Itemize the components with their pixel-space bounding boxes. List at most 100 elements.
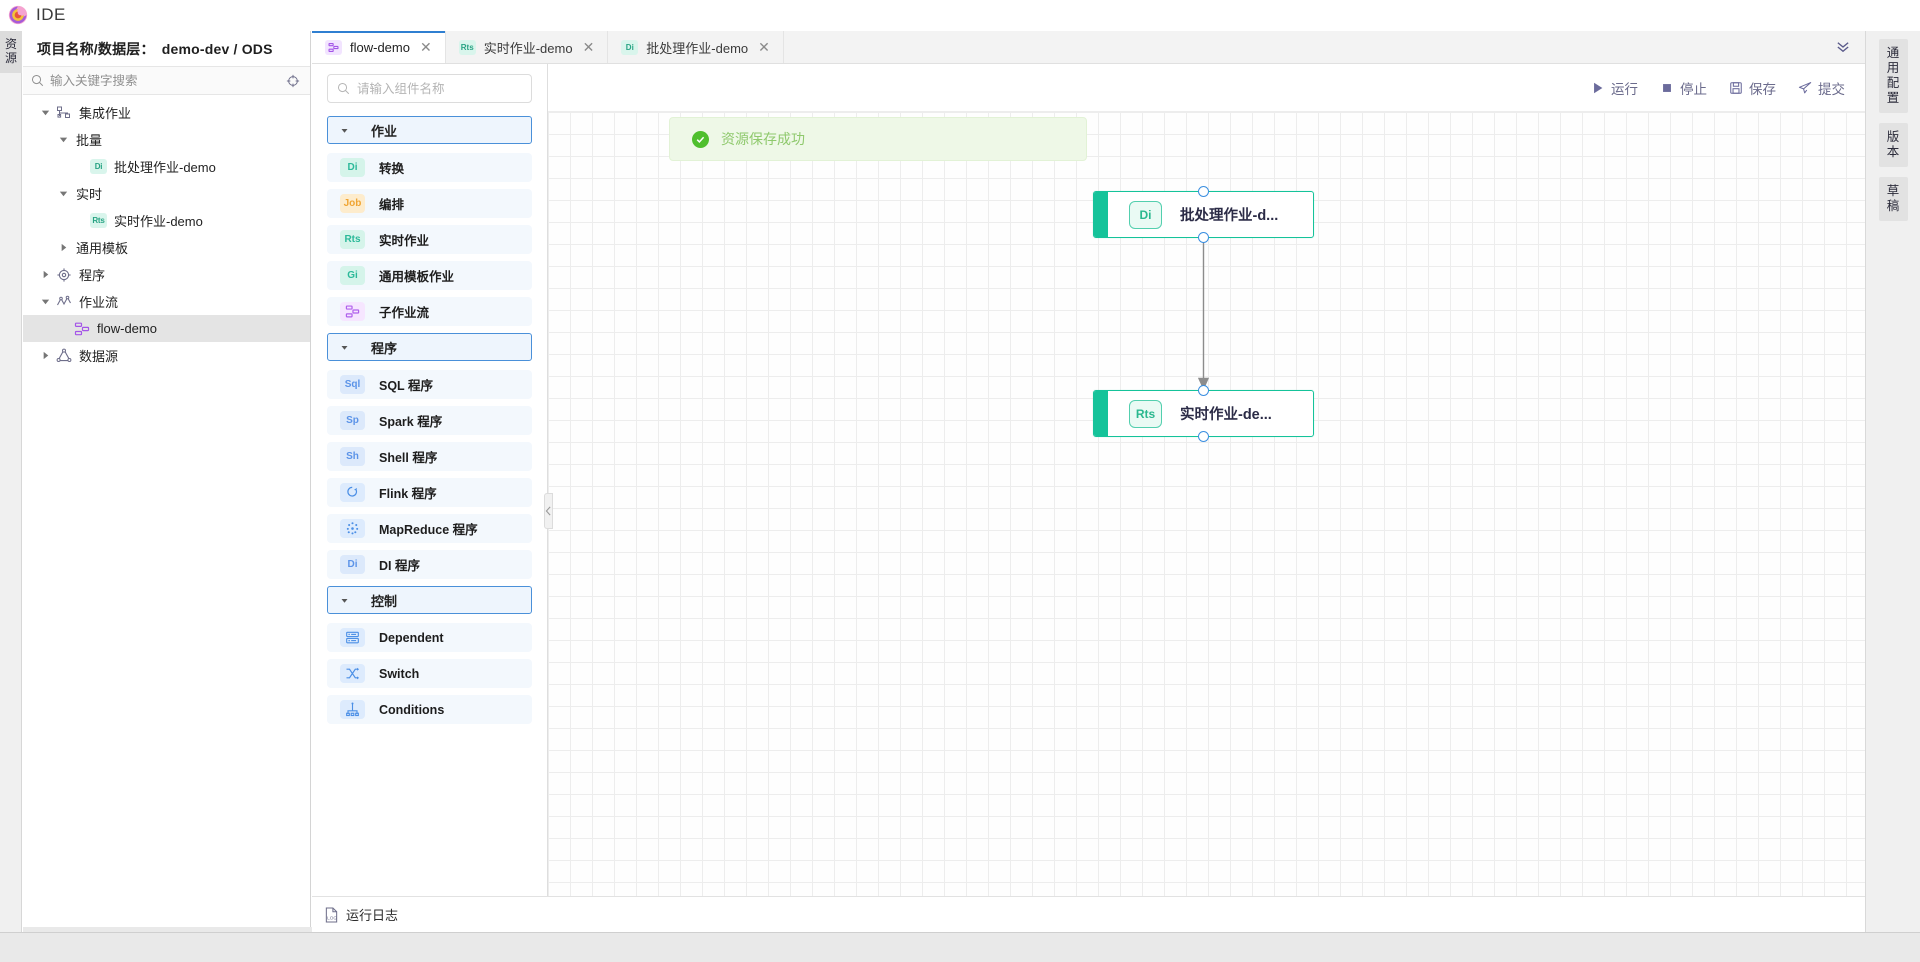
tree-item-通用模板[interactable]: 通用模板 bbox=[23, 234, 310, 261]
toolbar-button-停止[interactable]: 停止 bbox=[1660, 78, 1707, 98]
flow-canvas[interactable]: 资源保存成功 Di 批处理作业-d... Rts 实时作业-de... bbox=[548, 112, 1865, 896]
node-output-port[interactable] bbox=[1198, 232, 1209, 243]
toolbar-button-label: 提交 bbox=[1818, 81, 1845, 97]
palette-group-作业[interactable]: 作业 bbox=[327, 116, 532, 144]
subflow-icon bbox=[345, 305, 360, 318]
palette-item-DI 程序[interactable]: DiDI 程序 bbox=[327, 550, 532, 579]
tree-item-label: 通用模板 bbox=[76, 241, 129, 256]
node-accent-stripe bbox=[1094, 192, 1108, 237]
sidebar-tab-resources[interactable]: 资 源 bbox=[0, 31, 22, 73]
tree-item-集成作业[interactable]: 集成作业 bbox=[23, 99, 310, 126]
toolbar-button-label: 保存 bbox=[1749, 81, 1776, 97]
flow-icon bbox=[325, 39, 342, 55]
palette-item-实时作业[interactable]: Rts 实时作业 bbox=[327, 225, 532, 254]
tree-item-程序[interactable]: 程序 bbox=[23, 261, 310, 288]
chevron-down-icon[interactable] bbox=[58, 134, 69, 145]
tree-item-flow-demo[interactable]: flow-demo bbox=[23, 315, 310, 342]
node-input-port[interactable] bbox=[1198, 385, 1209, 396]
right-rail-tab-char: 置 bbox=[1886, 91, 1900, 105]
palette-group-title: 控制 bbox=[371, 593, 398, 609]
crosshair-icon[interactable] bbox=[286, 74, 300, 88]
palette-group-title: 程序 bbox=[371, 340, 398, 356]
right-rail-tab-草稿[interactable]: 草稿 bbox=[1878, 177, 1908, 221]
stop-icon bbox=[1663, 83, 1671, 92]
tree-item-作业流[interactable]: 作业流 bbox=[23, 288, 310, 315]
palette-search-input[interactable] bbox=[357, 81, 522, 96]
close-icon[interactable]: ✕ bbox=[582, 39, 595, 55]
toolbar-button-提交[interactable]: 提交 bbox=[1798, 78, 1845, 98]
palette-collapse-handle[interactable] bbox=[544, 493, 553, 529]
chevron-down-icon[interactable] bbox=[340, 343, 349, 352]
palette-item-转换[interactable]: Di 转换 bbox=[327, 153, 532, 182]
palette-item-badge: Sql bbox=[340, 375, 365, 394]
palette-item-子作业流[interactable]: 子作业流 bbox=[327, 297, 532, 326]
tree-item-实时[interactable]: 实时 bbox=[23, 180, 310, 207]
right-rail-tab-char: 通 bbox=[1886, 46, 1900, 60]
switch-icon bbox=[346, 667, 360, 680]
editor-tab-flow-demo[interactable]: flow-demo✕ bbox=[312, 31, 446, 63]
palette-item-Conditions[interactable]: Conditions bbox=[327, 695, 532, 724]
chevron-right-icon[interactable] bbox=[58, 242, 69, 253]
palette-item-badge bbox=[340, 519, 365, 538]
chevron-down-icon[interactable] bbox=[40, 107, 51, 118]
explorer-search-row[interactable] bbox=[23, 67, 310, 95]
palette-item-SQL 程序[interactable]: SqlSQL 程序 bbox=[327, 370, 532, 399]
palette-item-MapReduce 程序[interactable]: MapReduce 程序 bbox=[327, 514, 532, 543]
palette-item-Dependent[interactable]: Dependent bbox=[327, 623, 532, 652]
palette-item-Switch[interactable]: Switch bbox=[327, 659, 532, 688]
right-panel-rail: 通用配置版本草稿 bbox=[1865, 31, 1920, 932]
tree-item-label: 程序 bbox=[79, 268, 106, 283]
palette-group-程序[interactable]: 程序 bbox=[327, 333, 532, 361]
node-type-badge: Di bbox=[1129, 200, 1162, 229]
palette-group-控制[interactable]: 控制 bbox=[327, 586, 532, 614]
palette-item-label: Flink 程序 bbox=[379, 487, 437, 501]
palette-search-box[interactable] bbox=[327, 74, 532, 103]
palette-item-Shell 程序[interactable]: ShShell 程序 bbox=[327, 442, 532, 471]
chevron-down-icon[interactable] bbox=[340, 126, 349, 135]
vtab-char-0: 资 bbox=[4, 37, 17, 51]
explorer-search-input[interactable] bbox=[50, 73, 280, 88]
palette-item-Spark 程序[interactable]: SpSpark 程序 bbox=[327, 406, 532, 435]
chevron-down-icon[interactable] bbox=[40, 296, 51, 307]
palette-item-badge: Rts bbox=[340, 230, 365, 249]
tree-item-badge: Rts bbox=[90, 213, 107, 228]
chevron-right-icon[interactable] bbox=[40, 269, 51, 280]
run-log-label: 运行日志 bbox=[346, 908, 399, 923]
tree-item-label: 批处理作业-demo bbox=[114, 160, 216, 175]
tree-item-批量[interactable]: 批量 bbox=[23, 126, 310, 153]
spiral-logo-icon bbox=[8, 5, 28, 25]
run-log-bar[interactable]: LOG 运行日志 bbox=[312, 896, 1865, 932]
right-rail-tab-版本[interactable]: 版本 bbox=[1878, 123, 1908, 167]
tree-item-数据源[interactable]: 数据源 bbox=[23, 342, 310, 369]
palette-item-label: 实时作业 bbox=[379, 234, 430, 248]
palette-item-label: Dependent bbox=[379, 630, 444, 645]
right-rail-tab-char: 配 bbox=[1886, 76, 1900, 90]
chevron-down-icon[interactable] bbox=[58, 188, 69, 199]
palette-item-label: 转换 bbox=[379, 162, 405, 176]
toolbar-button-保存[interactable]: 保存 bbox=[1729, 78, 1776, 98]
chevron-double-down-icon[interactable] bbox=[1821, 31, 1865, 63]
flink-icon bbox=[347, 486, 358, 497]
chevron-right-icon[interactable] bbox=[40, 350, 51, 361]
node-output-port[interactable] bbox=[1198, 431, 1209, 442]
palette-item-badge: Di bbox=[340, 158, 365, 177]
toolbar-button-运行[interactable]: 运行 bbox=[1591, 78, 1638, 98]
node-input-port[interactable] bbox=[1198, 186, 1209, 197]
explorer-resize-handle[interactable] bbox=[23, 927, 312, 932]
flow-node-realtime[interactable]: Rts 实时作业-de... bbox=[1093, 385, 1314, 442]
chevron-down-icon[interactable] bbox=[340, 596, 349, 605]
conditions-icon bbox=[346, 702, 359, 717]
flow-node-batch[interactable]: Di 批处理作业-d... bbox=[1093, 186, 1314, 243]
editor-tab-badge: Di bbox=[621, 39, 639, 55]
close-icon[interactable]: ✕ bbox=[758, 39, 770, 55]
palette-item-Flink 程序[interactable]: Flink 程序 bbox=[327, 478, 532, 507]
right-rail-tab-通用配置[interactable]: 通用配置 bbox=[1878, 39, 1908, 113]
close-icon[interactable]: ✕ bbox=[419, 39, 432, 55]
